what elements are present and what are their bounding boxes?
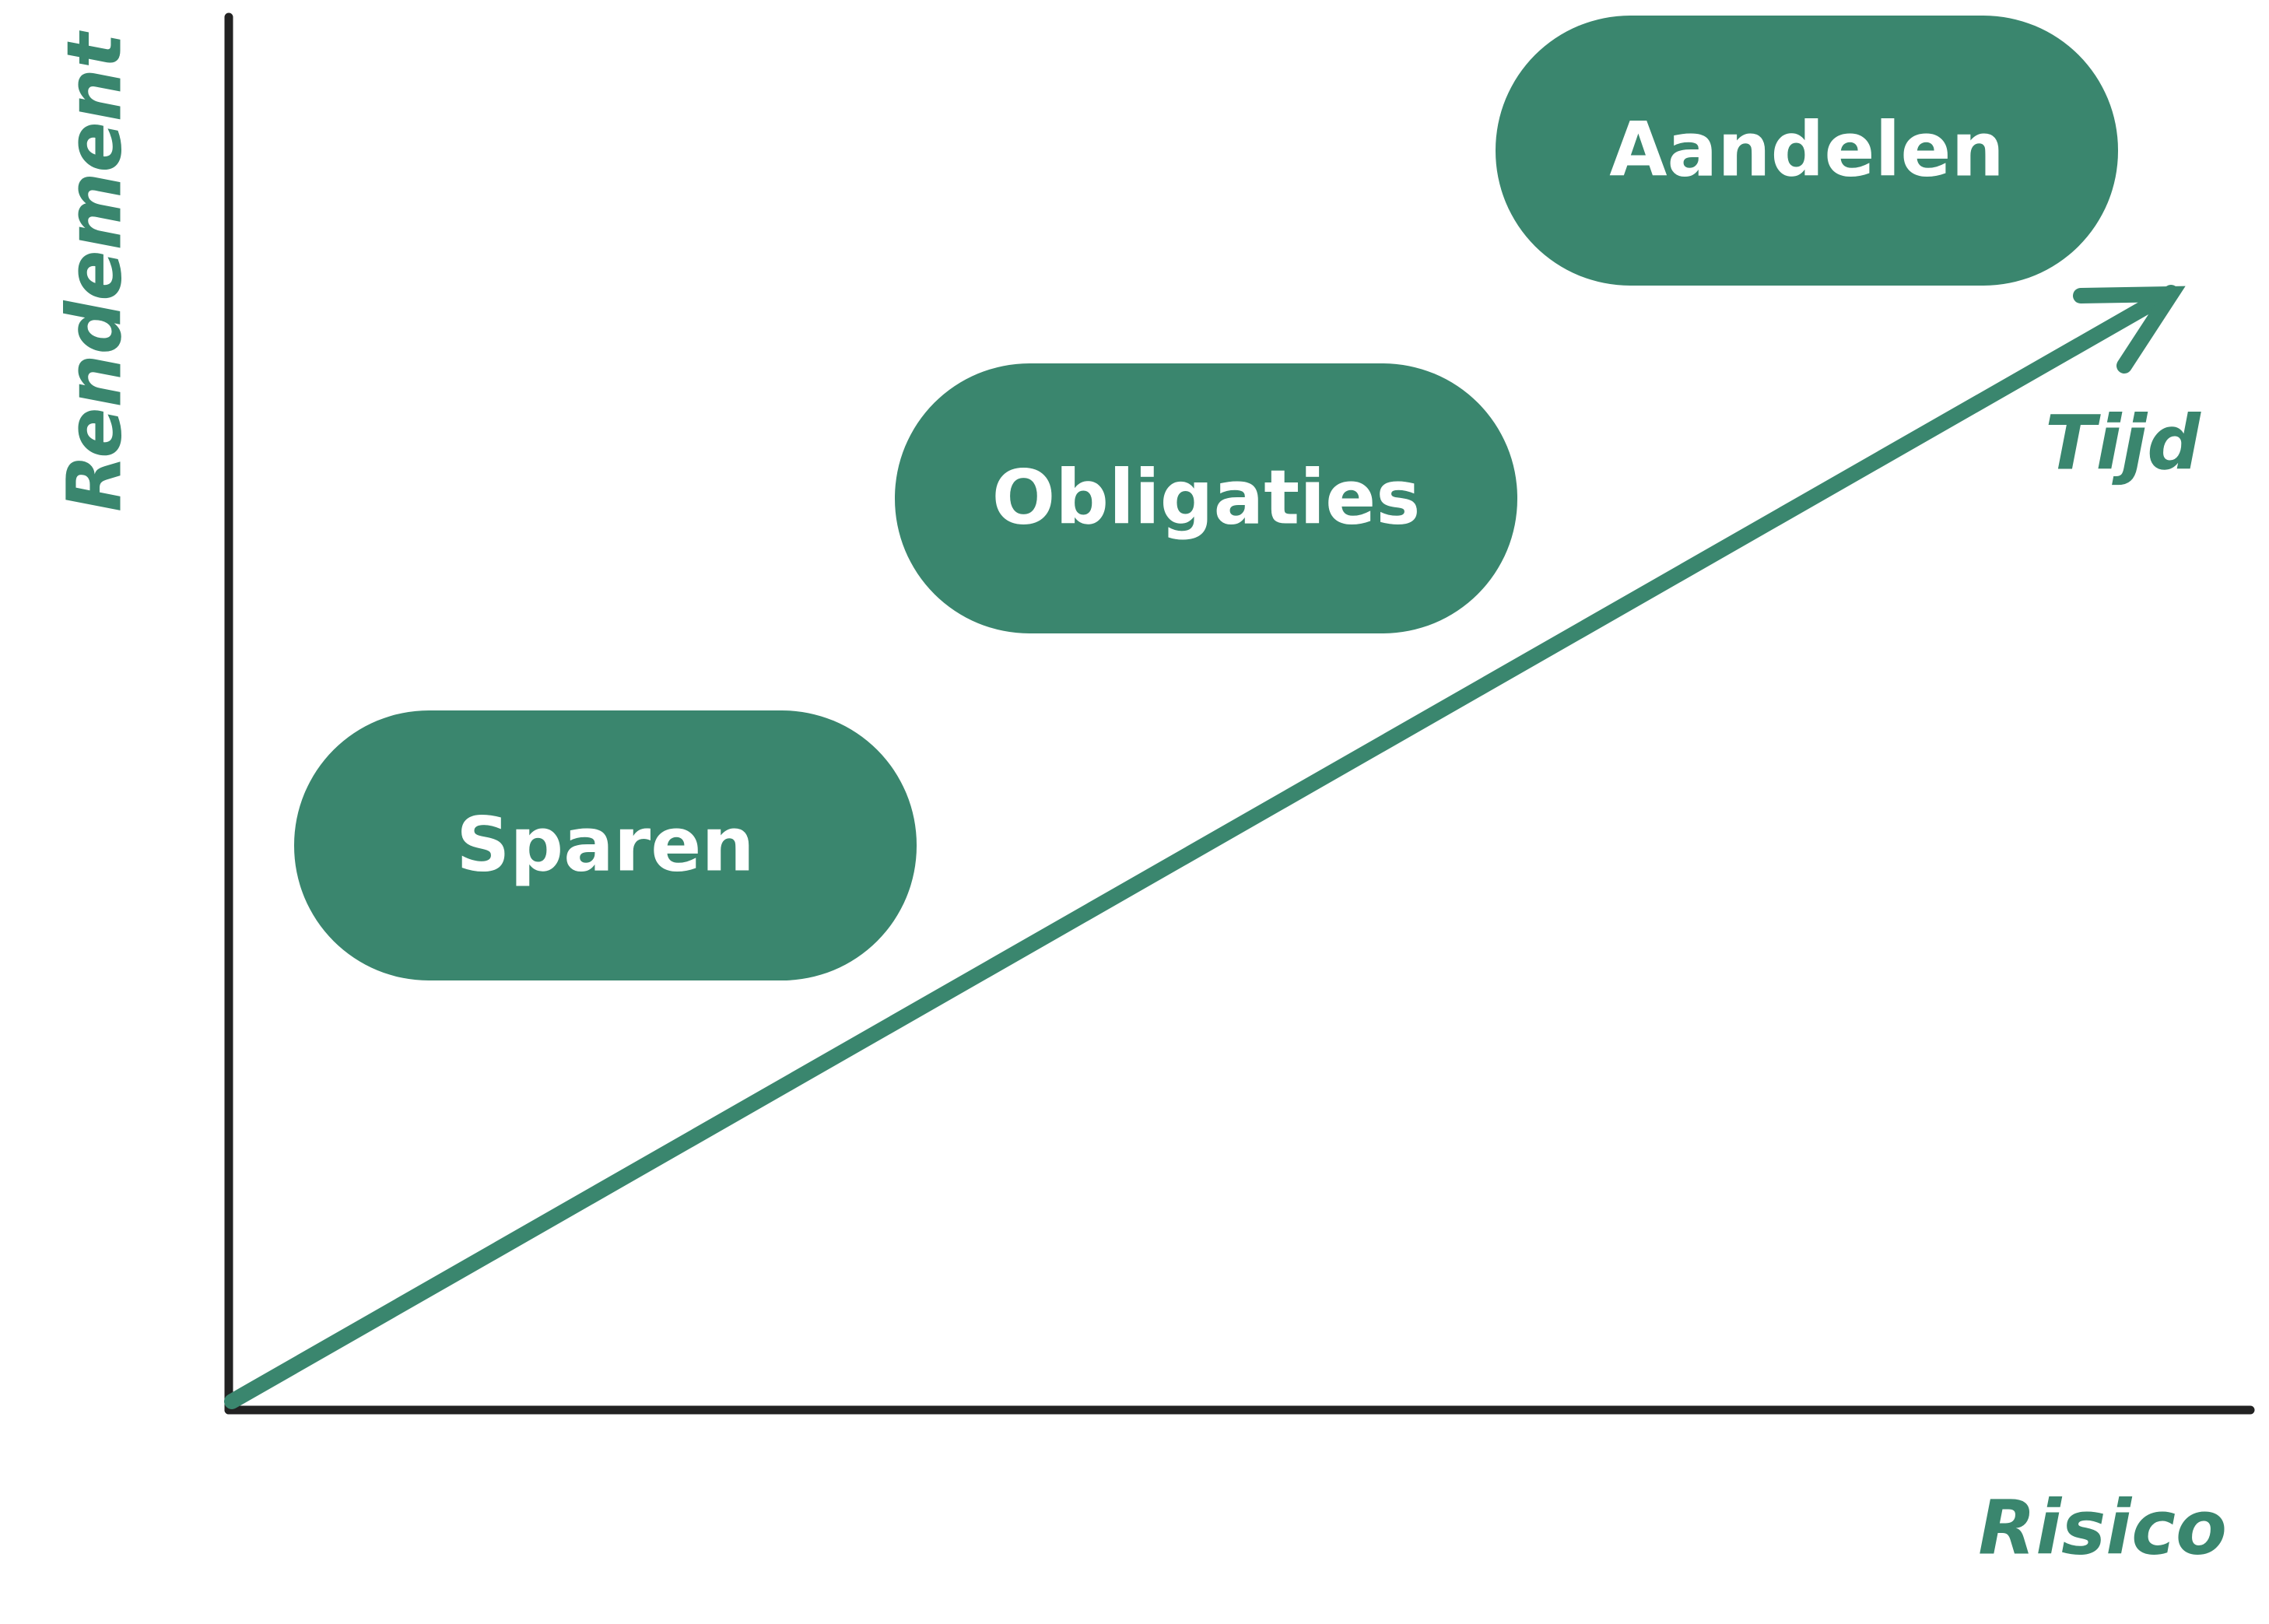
y-axis-label: Rendement [51, 30, 138, 512]
pill-obligaties: Obligaties [895, 363, 1517, 633]
trend-arrow-head [2073, 286, 2186, 374]
pill-sparen: Sparen [294, 710, 917, 980]
pill-obligaties-label: Obligaties [992, 454, 1421, 541]
trend-arrow-line [224, 285, 2179, 1409]
pill-obligaties-shape [895, 363, 1517, 633]
pill-sparen-shape [294, 710, 917, 980]
pill-aandelen-label: Aandelen [1609, 106, 2004, 193]
pill-aandelen-shape [1496, 16, 2118, 286]
arrow-label: Tijd [2045, 399, 2201, 486]
pill-sparen-label: Sparen [456, 801, 754, 888]
pill-aandelen: Aandelen [1496, 16, 2118, 286]
x-axis-label: Risico [1978, 1484, 2227, 1571]
